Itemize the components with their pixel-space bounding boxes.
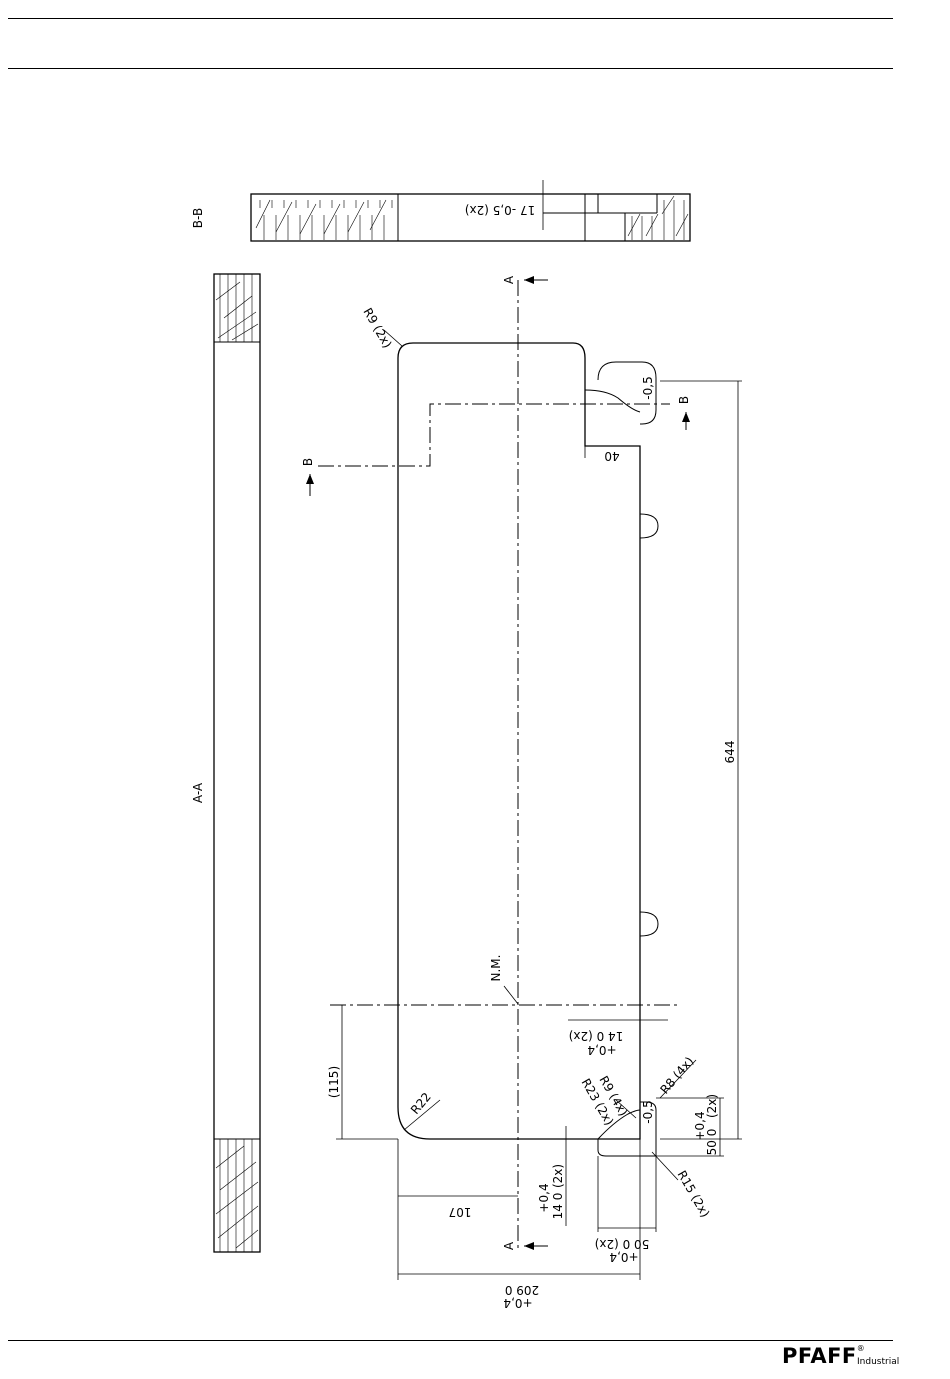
- dim-minus05-top: -0,5: [641, 376, 655, 399]
- dim-fourteen-bottom-count: (2x): [551, 1164, 565, 1188]
- dim-fourteen-right-tol: +0,4: [587, 1043, 616, 1057]
- dim-forty: 40: [604, 449, 619, 463]
- cut-marker-a-bottom: A: [502, 1241, 548, 1250]
- dim-minus05-bottom: -0,5: [641, 1100, 655, 1123]
- dim-fourteen-bottom: 14 0: [551, 1193, 565, 1220]
- dim-two09-tol: +0,4: [503, 1296, 532, 1310]
- section-aa-hatch-top: [216, 274, 258, 342]
- cut-marker-a-top: A: [502, 275, 548, 284]
- dim-fifty-bottom-tol: +0,4: [609, 1250, 638, 1264]
- svg-text:B: B: [301, 458, 315, 466]
- section-label-aa: A-A: [191, 782, 205, 803]
- brand-subtitle: Industrial: [857, 1357, 899, 1367]
- dim-r15-2x: R15 (2x): [675, 1168, 713, 1220]
- dim-bb-slot: 17 -0,5 (2x): [465, 203, 535, 217]
- brand-logo: PFAFF®: [782, 1344, 865, 1368]
- dim-fifty-right: 50 0: [705, 1129, 719, 1156]
- dim-paren115: (115): [327, 1066, 341, 1098]
- dim-r8-4x: R8 (4x): [657, 1054, 696, 1097]
- section-bb-hatch: [256, 196, 688, 240]
- dim-fifty-bottom: 50 0 (2x): [595, 1237, 650, 1251]
- dim-fourteen-right: 14 0 (2x): [569, 1029, 624, 1043]
- dim-two09: 209 0: [505, 1283, 539, 1297]
- dim-fourteen-bottom-tol: +0,4: [537, 1183, 551, 1212]
- cut-marker-b-left: B: [301, 458, 315, 496]
- dim-fifty-right-count: (2x): [705, 1094, 719, 1118]
- svg-text:B: B: [677, 396, 691, 404]
- dim-one07: 107: [449, 1205, 472, 1219]
- dim-r9-2x: R9 (2x): [360, 305, 394, 350]
- section-label-bb: B-B: [191, 208, 205, 228]
- svg-text:A: A: [502, 1241, 516, 1250]
- svg-text:A: A: [502, 275, 516, 284]
- section-aa-hatch-bottom: [216, 1139, 258, 1252]
- dim-nm: N.M.: [489, 955, 503, 982]
- section-aa-view: [214, 274, 260, 1252]
- cut-marker-b-right: B: [677, 396, 691, 430]
- dim-r22: R22: [408, 1090, 434, 1117]
- dim-six44: 644: [723, 741, 737, 764]
